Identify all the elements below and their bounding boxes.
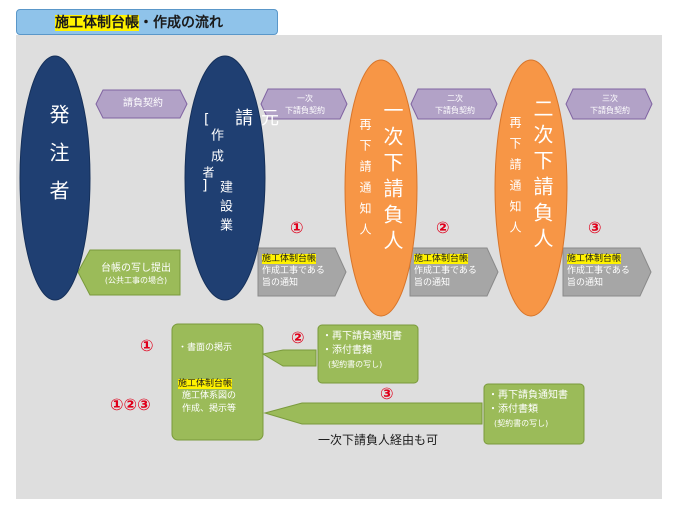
posting-item3: 施工体系図の: [182, 391, 237, 401]
client-label: 発注者: [46, 104, 70, 218]
doc-number-3: ③: [380, 384, 394, 403]
first-sub-ellipse: [344, 59, 418, 317]
contract-label-2-top: 二次: [447, 94, 463, 103]
contract-arrow-3: [565, 88, 653, 120]
posting-number-123: ①②③: [110, 395, 151, 414]
prime-bracket-close: ]: [202, 178, 208, 194]
second-sub-main-label: 二次下請負人: [530, 98, 554, 254]
submit-line1: 台帳の写し提出: [101, 263, 171, 274]
prime-label-d: 者: [201, 166, 215, 178]
first-sub-main-label: 一次下請負人: [380, 100, 404, 256]
second-sub-ellipse: [494, 59, 568, 317]
contract-arrow-2: [410, 88, 498, 120]
doc2-box: [317, 324, 419, 384]
posting-text: ・書面の掲示 施工体制台帳 施工体系図の 作成、掲示等: [178, 342, 260, 416]
doc3-text: ・再下請負通知書 ・添付書類 (契約書の写し): [488, 389, 582, 431]
posting-ledger: 施工体制台帳: [178, 379, 233, 389]
submit-line2: (公共工事の場合): [104, 276, 168, 285]
doc3-line2: ・添付書類: [488, 404, 538, 415]
doc3-box: [483, 383, 585, 445]
doc3-line3: (契約書の写し): [494, 419, 549, 428]
submit-arrow: [77, 249, 181, 296]
prime-label-a: 元請: [232, 108, 279, 226]
doc2-line2: ・添付書類: [322, 345, 372, 356]
doc3-line1: ・再下請負通知書: [488, 390, 568, 401]
notice-3-line2: 作成工事である: [567, 266, 630, 276]
submit-text: 台帳の写し提出 (公共工事の場合): [92, 262, 180, 287]
notice-3: 施工体制台帳 作成工事である 旨の通知: [567, 253, 630, 289]
prime-ellipse: [184, 55, 266, 301]
contract-arrow-1: [260, 88, 348, 120]
prime-label-b: 建設業: [217, 180, 232, 237]
notice-3-line3: 旨の通知: [567, 278, 604, 288]
notice-2-line2: 作成工事である: [414, 266, 477, 276]
notice-2-ledger: 施工体制台帳: [414, 254, 469, 264]
doc3-arrow: [263, 402, 483, 425]
doc2-line3: (契約書の写し): [328, 360, 383, 369]
notice-1: 施工体制台帳 作成工事である 旨の通知: [262, 253, 325, 289]
contract-label-3-top: 三次: [602, 94, 618, 103]
notice-1-line2: 作成工事である: [262, 266, 325, 276]
notice-2-line3: 旨の通知: [414, 278, 451, 288]
second-sub-sub-label: 再下請通知人: [508, 116, 522, 242]
contract-label-1-top: 一次: [297, 94, 313, 103]
contract-label-1-bottom: 下請負契約: [285, 106, 325, 115]
doc-number-2: ②: [291, 328, 305, 347]
notice-3-ledger: 施工体制台帳: [567, 254, 622, 264]
doc2-arrow: [261, 349, 317, 367]
prime-bracket-open: [: [204, 112, 210, 128]
via-note: 一次下請負人経由も可: [318, 433, 439, 447]
doc2-line1: ・再下請負通知書: [322, 331, 402, 342]
contract-label-0: 請負契約: [123, 98, 163, 109]
client-ellipse: [19, 55, 91, 301]
posting-number-1: ①: [140, 336, 154, 355]
title-rest: ・作成の流れ: [139, 15, 223, 31]
notice-number-2: ②: [436, 218, 450, 237]
doc2-text: ・再下請負通知書 ・添付書類 (契約書の写し): [322, 330, 416, 372]
posting-item1: ・書面の掲示: [178, 343, 233, 353]
posting-item4: 作成、掲示等: [182, 404, 237, 414]
contract-arrow-0: [95, 89, 188, 119]
prime-label-c: 作成: [208, 128, 223, 170]
notice-1-line3: 旨の通知: [262, 278, 299, 288]
first-sub-sub-label: 再下請通知人: [358, 118, 372, 244]
notice-number-1: ①: [290, 218, 304, 237]
contract-label-2-bottom: 下請負契約: [435, 106, 475, 115]
page-title: 施工体制台帳・作成の流れ: [16, 9, 278, 35]
contract-label-3-bottom: 下請負契約: [590, 106, 630, 115]
notice-number-3: ③: [588, 218, 602, 237]
title-highlight: 施工体制台帳: [55, 15, 139, 31]
notice-2: 施工体制台帳 作成工事である 旨の通知: [414, 253, 477, 289]
notice-1-ledger: 施工体制台帳: [262, 254, 317, 264]
